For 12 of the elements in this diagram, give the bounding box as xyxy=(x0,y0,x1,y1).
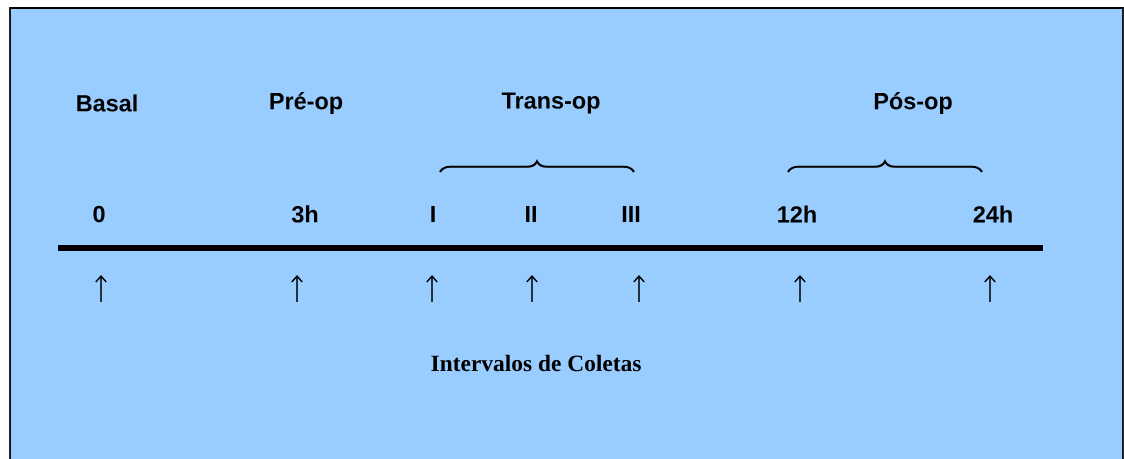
time-label: III xyxy=(622,205,640,223)
time-label: Trans-op xyxy=(501,92,600,114)
time-label: 3h xyxy=(291,205,318,223)
time-label: II xyxy=(526,205,536,223)
time-label: 24h xyxy=(973,205,1012,223)
time-label: Basal xyxy=(77,94,137,112)
time-label: 12h xyxy=(778,205,816,223)
time-label: Pós-op xyxy=(874,92,952,114)
time-label: I xyxy=(431,205,435,223)
time-label: 0 xyxy=(93,205,105,223)
time-label: Pré-op xyxy=(270,92,343,114)
caption: Intervalos de Coletas xyxy=(431,354,641,372)
